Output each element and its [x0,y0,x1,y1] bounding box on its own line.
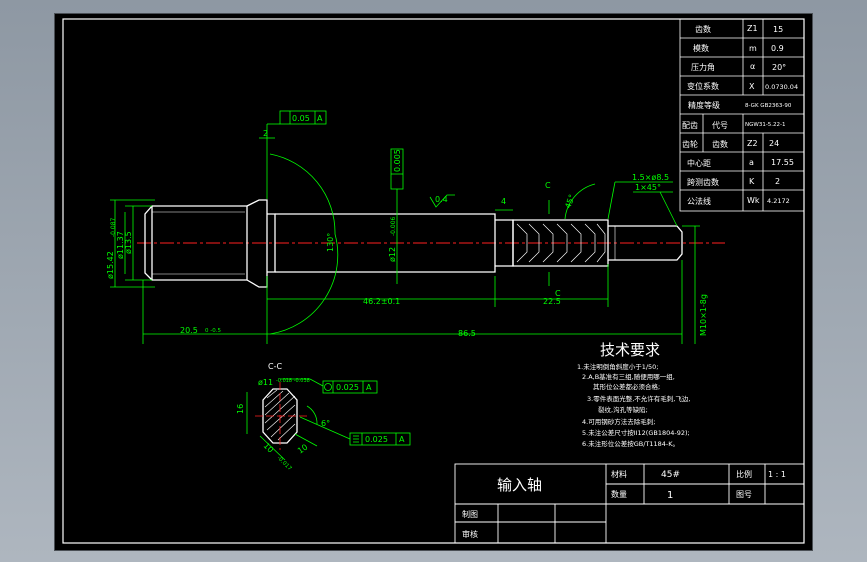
section-mark-top: C [545,181,551,190]
param-val-6: 24 [769,139,779,148]
param-val-4: 8-GK GB2363-90 [745,103,792,109]
dim-angle-130: 130° [326,233,335,252]
drawing-sheet: 齿数 Z1 15 模数 m 0.9 压力角 α 20° 变位系数 X 0.073… [54,13,813,551]
spline-teeth [516,223,606,263]
roughness-value: 0.4 [435,195,448,204]
param-name-0: 齿数 [695,24,711,34]
param-name-8: 跨测齿数 [687,177,719,187]
section-title: C-C [268,362,282,371]
param-sub-6: 齿数 [712,139,728,149]
param-val-7: 17.55 [771,158,794,167]
tech-req-title: 技术要求 [600,341,660,359]
tech-req-item-6: 5.未注公差尺寸按II12(GB1804-92); [582,428,690,437]
dim-d1: ø15.42 [106,251,115,279]
section-dim-d-tol: -0.018 -0.038 [276,378,310,384]
dim-20-5: 20.5 [180,326,198,335]
param-sym-2: α [750,62,755,71]
dim-46-2: 46.2±0.1 [363,297,400,306]
section-sym1-value: 0.025 [336,383,359,392]
drawing-canvas: 齿数 Z1 15 模数 m 0.9 压力角 α 20° 变位系数 X 0.073… [62,18,805,544]
tech-req-item-5: 4.可用钢砂方法去除毛刺; [582,417,655,426]
scale-label: 比例 [736,469,752,479]
tech-req-item-7: 6.未注形位公差按GB/T1184-K。 [582,439,679,448]
tol-frame-ref: A [317,114,323,123]
dimension-lines [110,123,700,344]
param-sub-5: 代号 [712,120,728,130]
param-name-2: 压力角 [691,62,715,72]
dim-angle-45: 45° [563,193,576,209]
quantity-label: 数量 [611,489,627,499]
param-val-8: 2 [775,177,780,186]
dim-d4: ø12 [388,247,397,262]
dim-d1-tol: -0.087 [110,217,117,237]
dim-d2: ø13.5 [124,231,133,254]
param-name-9: 公法线 [687,196,711,206]
param-val-3: 0.0730.04 [765,83,798,91]
dim-d4-tol: -0.006 [390,216,397,236]
tol-frame-value: 0.05 [292,114,310,123]
section-view-c-c [255,382,307,450]
checked-label: 审核 [462,529,478,539]
param-val-2: 20° [772,63,786,72]
param-name-5: 配齿 [682,121,698,130]
tech-req-item-4: 裂纹,沟孔等缺陷; [598,405,648,414]
tech-req-item-3: 3.零件表面光整,不允许有毛刺,飞边, [587,394,690,403]
dim-22-5: 22.5 [543,297,561,306]
gear-parameter-table [679,18,805,212]
param-val-0: 15 [773,25,783,34]
shaft-outline [144,199,683,288]
param-name-1: 模数 [693,43,709,53]
tech-req-item-2: 其形位公差都必须合格; [593,382,660,391]
dim-d3: ø11.37 [116,231,125,259]
quantity-value: 1 [667,490,673,501]
dim-thread: M10×1-8g [699,294,708,336]
param-val-5: NGW31-5.22-1 [745,122,786,128]
section-flat-10b: 10 [296,442,310,455]
param-sym-6: Z2 [747,139,758,148]
drawing-no-label: 图号 [736,490,752,499]
param-sym-9: Wk [747,196,760,205]
dim-20-5-tol: 0 -0.5 [205,328,221,334]
material-value: 45# [661,470,680,480]
section-flat-tol: -0.017 [276,455,293,472]
part-name: 输入轴 [497,476,542,494]
runout-value: 0.005 [393,149,402,172]
tech-req-item-1: 2.A,B基准有三组,随便用哪一组, [582,372,675,381]
section-sym2-ref: A [399,435,405,444]
param-name-3: 变位系数 [687,81,719,91]
section-flat-16: 16 [236,404,245,414]
section-mark-bottom: C [555,289,561,298]
tech-req-item-0: 1.未注明倒角斜度小于1/50; [577,362,659,371]
param-sym-1: m [749,44,757,53]
dim-chamfer-1: 1.5×ø8.5 [632,173,669,182]
dim-4: 4 [501,197,506,206]
dim-chamfer-2: 1×45° [635,183,661,192]
param-val-9: 4.2172 [767,197,790,205]
section-sym2-value: 0.025 [365,435,388,444]
param-sym-7: a [749,158,754,167]
param-name-4: 精度等级 [688,100,720,110]
section-dimension-lines [246,378,411,461]
param-sym-3: X [749,82,755,91]
drawn-label: 制图 [462,509,478,519]
material-label: 材料 [611,469,627,479]
drawing-border [62,18,805,544]
param-sym-0: Z1 [747,24,758,33]
section-dim-d: ø11 [258,378,273,387]
dim-86-5: 86.5 [458,329,476,338]
param-sym-8: K [749,177,755,186]
param-val-1: 0.9 [771,44,784,53]
geometric-tolerance-frames [279,110,404,190]
scale-value: 1 : 1 [768,470,786,479]
title-block [454,463,805,544]
param-name-7: 中心距 [687,158,711,168]
param-name-6: 齿轮 [682,139,698,149]
section-sym1-ref: A [366,383,372,392]
dim-2: 2 [263,129,268,138]
section-angle: 6° [321,419,330,428]
